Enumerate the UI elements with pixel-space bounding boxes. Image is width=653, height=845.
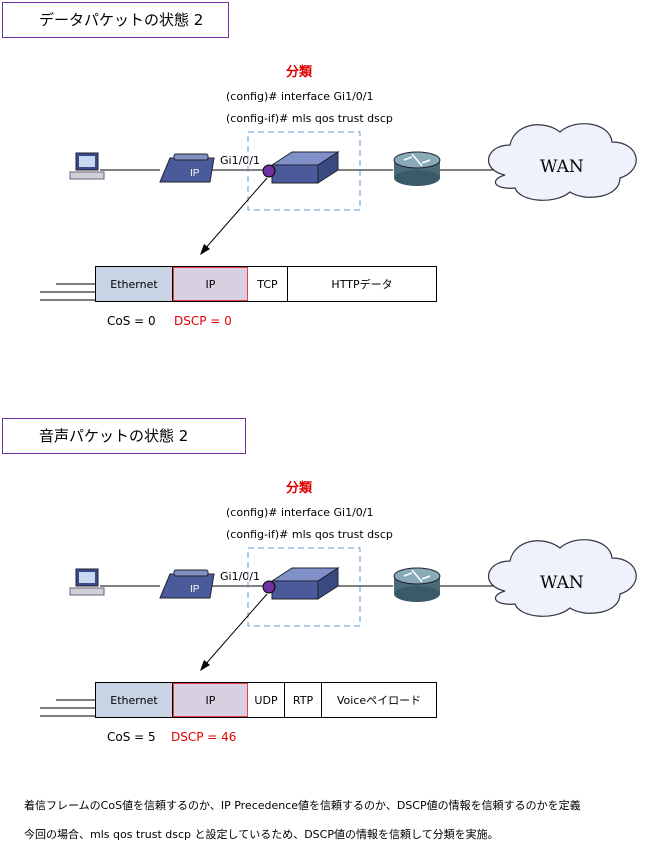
classification-area-box — [247, 547, 361, 627]
section-voice-packet: 音声パケットの状態 2 分類 (config)# interface Gi1/0… — [0, 416, 653, 816]
router-icon — [393, 567, 441, 602]
wan-text: WAN — [540, 573, 584, 593]
classification-area-box — [247, 131, 361, 211]
packet-field-ip: IP — [173, 683, 248, 717]
config-command-1: (config)# interface Gi1/0/1 — [226, 506, 374, 519]
classify-label: 分類 — [286, 65, 313, 80]
ip-phone-icon: IP — [159, 153, 215, 183]
port-label: Gi1/0/1 — [220, 570, 260, 583]
dscp-value: DSCP = 0 — [174, 314, 232, 328]
port-dot — [262, 580, 276, 594]
classify-label: 分類 — [286, 481, 313, 496]
cos-value: CoS = 0 — [107, 314, 156, 328]
packet-field-payload: HTTPデータ — [331, 278, 393, 291]
footer-line-2: 今回の場合、mls qos trust dscp と設定しているため、DSCP値… — [24, 828, 499, 841]
packet-field-ethernet: Ethernet — [96, 683, 173, 717]
section-title: データパケットの状態 2 — [2, 2, 229, 38]
pc-icon — [69, 152, 105, 180]
port-label: Gi1/0/1 — [220, 154, 260, 167]
packet-field-rtp: RTP — [285, 683, 322, 717]
phone-ip-text: IP — [190, 168, 200, 179]
section-title-text: 音声パケットの状態 2 — [39, 426, 189, 445]
section-data-packet: データパケットの状態 2 分類 (config)# interface Gi1/… — [0, 0, 653, 400]
switch-icon — [270, 151, 340, 184]
config-command-1: (config)# interface Gi1/0/1 — [226, 90, 374, 103]
ip-phone-icon: IP — [159, 569, 215, 599]
dscp-value: DSCP = 46 — [171, 730, 237, 744]
packet-frame: Ethernet IP TCP HTTPデータ — [95, 266, 437, 302]
port-dot — [262, 164, 276, 178]
wan-text: WAN — [540, 157, 584, 177]
pc-icon — [69, 568, 105, 596]
packet-field-payload: Voiceペイロード — [336, 694, 422, 707]
packet-field-ip: IP — [173, 267, 248, 301]
router-icon — [393, 151, 441, 186]
footer-line-1: 着信フレームのCoS値を信頼するのか、IP Precedence値を信頼するのか… — [24, 799, 581, 812]
network-diagram: IP WAN — [40, 539, 637, 717]
section-title: 音声パケットの状態 2 — [2, 418, 246, 454]
cos-value: CoS = 5 — [107, 730, 156, 744]
wan-cloud-icon — [487, 123, 637, 201]
packet-field-tcp: TCP — [248, 267, 288, 301]
switch-icon — [270, 567, 340, 600]
config-command-2: (config-if)# mls qos trust dscp — [226, 528, 393, 541]
arrow-line — [203, 177, 268, 251]
wan-cloud-icon — [487, 539, 637, 617]
packet-frame: Ethernet IP UDP RTP Voiceペイロード — [95, 682, 437, 718]
packet-field-ethernet: Ethernet — [96, 267, 173, 301]
arrow-head — [200, 244, 210, 255]
network-diagram: IP WAN — [40, 123, 637, 301]
arrow-head — [200, 660, 210, 671]
packet-field-udp: UDP — [248, 683, 285, 717]
config-command-2: (config-if)# mls qos trust dscp — [226, 112, 393, 125]
section-title-text: データパケットの状態 2 — [39, 10, 204, 29]
arrow-line — [203, 593, 268, 667]
phone-ip-text: IP — [190, 584, 200, 595]
